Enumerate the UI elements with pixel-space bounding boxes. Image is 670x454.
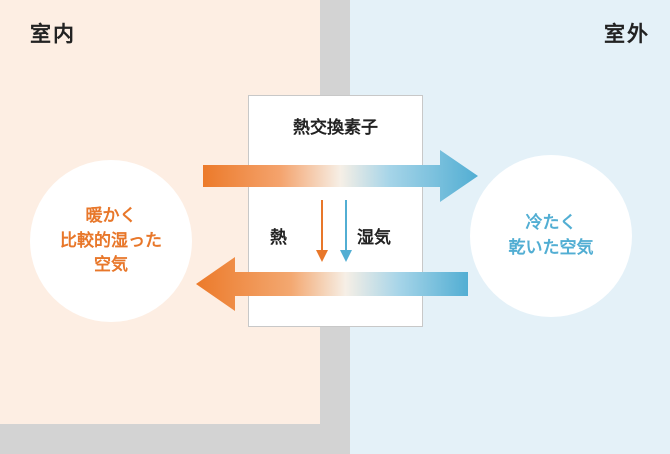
- humidity-transfer-arrow: [340, 200, 352, 262]
- indoor-air-line-2: 比較的湿った: [60, 230, 162, 251]
- indoor-air-line-1: 暖かく: [85, 206, 137, 227]
- indoor-label: 室内: [30, 22, 76, 46]
- heat-label: 熱: [270, 228, 287, 248]
- supply-air-arrow: [203, 150, 478, 202]
- unit-title: 熱交換素子: [293, 118, 378, 138]
- outdoor-air-circle: 冷たく 乾いた空気: [470, 155, 632, 317]
- indoor-air-line-3: 空気: [94, 255, 128, 276]
- heat-transfer-arrow: [316, 200, 328, 262]
- exhaust-air-arrow: [196, 257, 468, 311]
- humidity-label: 湿気: [357, 228, 391, 248]
- outdoor-label: 室外: [604, 22, 650, 46]
- floor: [0, 424, 350, 454]
- outdoor-air-line-2: 乾いた空気: [508, 238, 594, 258]
- indoor-air-circle: 暖かく 比較的湿った 空気: [30, 160, 192, 322]
- outdoor-air-line-1: 冷たく: [525, 213, 577, 234]
